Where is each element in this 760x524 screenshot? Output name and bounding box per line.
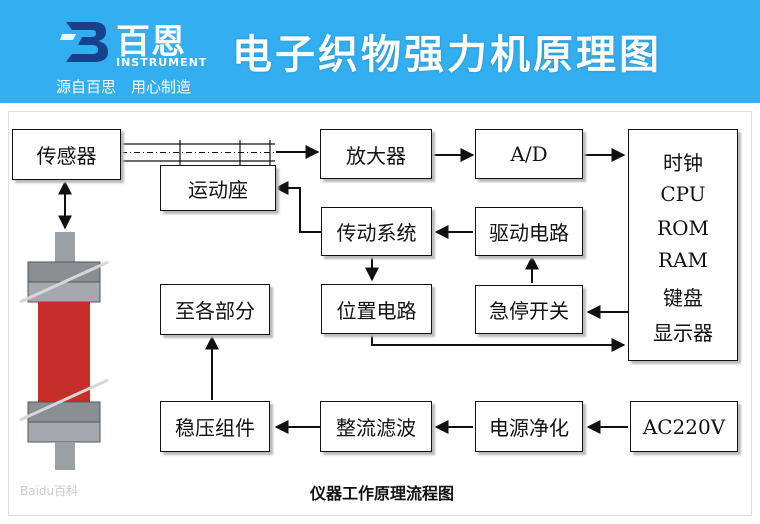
header-banner: 百恩 INSTRUMENT 源自百思 用心制造 电子织物强力机原理图 bbox=[0, 0, 760, 103]
emergency-stop-box: 急停开关 bbox=[475, 285, 583, 334]
ac-input-box: AC220V bbox=[630, 401, 738, 452]
cpu-panel-box: 时钟 CPU ROM RAM 键盘 显示器 bbox=[628, 129, 738, 361]
regulator-box: 稳压组件 bbox=[160, 401, 270, 452]
watermark-text: Baidu百科 bbox=[20, 484, 79, 498]
sensor-box: 传感器 bbox=[12, 129, 121, 180]
diagram-caption: 仪器工作原理流程图 bbox=[310, 484, 455, 503]
amplifier-box: 放大器 bbox=[320, 129, 432, 179]
carriage-box: 运动座 bbox=[160, 165, 276, 211]
sensor-shaft bbox=[121, 140, 275, 165]
cpu-item-keyboard: 键盘 bbox=[663, 286, 703, 310]
transmission-box: 传动系统 bbox=[321, 207, 432, 256]
position-circuit-box: 位置电路 bbox=[321, 284, 432, 334]
company-slogan: 源自百思 用心制造 bbox=[56, 78, 192, 96]
drive-circuit-box: 驱动电路 bbox=[475, 207, 583, 256]
company-logo-icon bbox=[60, 22, 108, 62]
company-name: 百恩 bbox=[116, 22, 186, 62]
ad-converter-box: A/D bbox=[475, 129, 583, 179]
cpu-item-display: 显示器 bbox=[653, 321, 713, 345]
cpu-item-cpu: CPU bbox=[660, 182, 706, 206]
rectifier-filter-box: 整流滤波 bbox=[320, 401, 432, 452]
page-title: 电子织物强力机原理图 bbox=[232, 32, 662, 78]
tensile-specimen-illustration bbox=[19, 232, 109, 470]
power-purify-box: 电源净化 bbox=[475, 401, 583, 452]
cpu-item-ram: RAM bbox=[658, 248, 708, 272]
to-parts-box: 至各部分 bbox=[160, 284, 270, 335]
cpu-item-clock: 时钟 bbox=[663, 151, 703, 175]
company-subtitle: INSTRUMENT bbox=[116, 56, 208, 69]
cpu-item-rom: ROM bbox=[657, 216, 709, 240]
